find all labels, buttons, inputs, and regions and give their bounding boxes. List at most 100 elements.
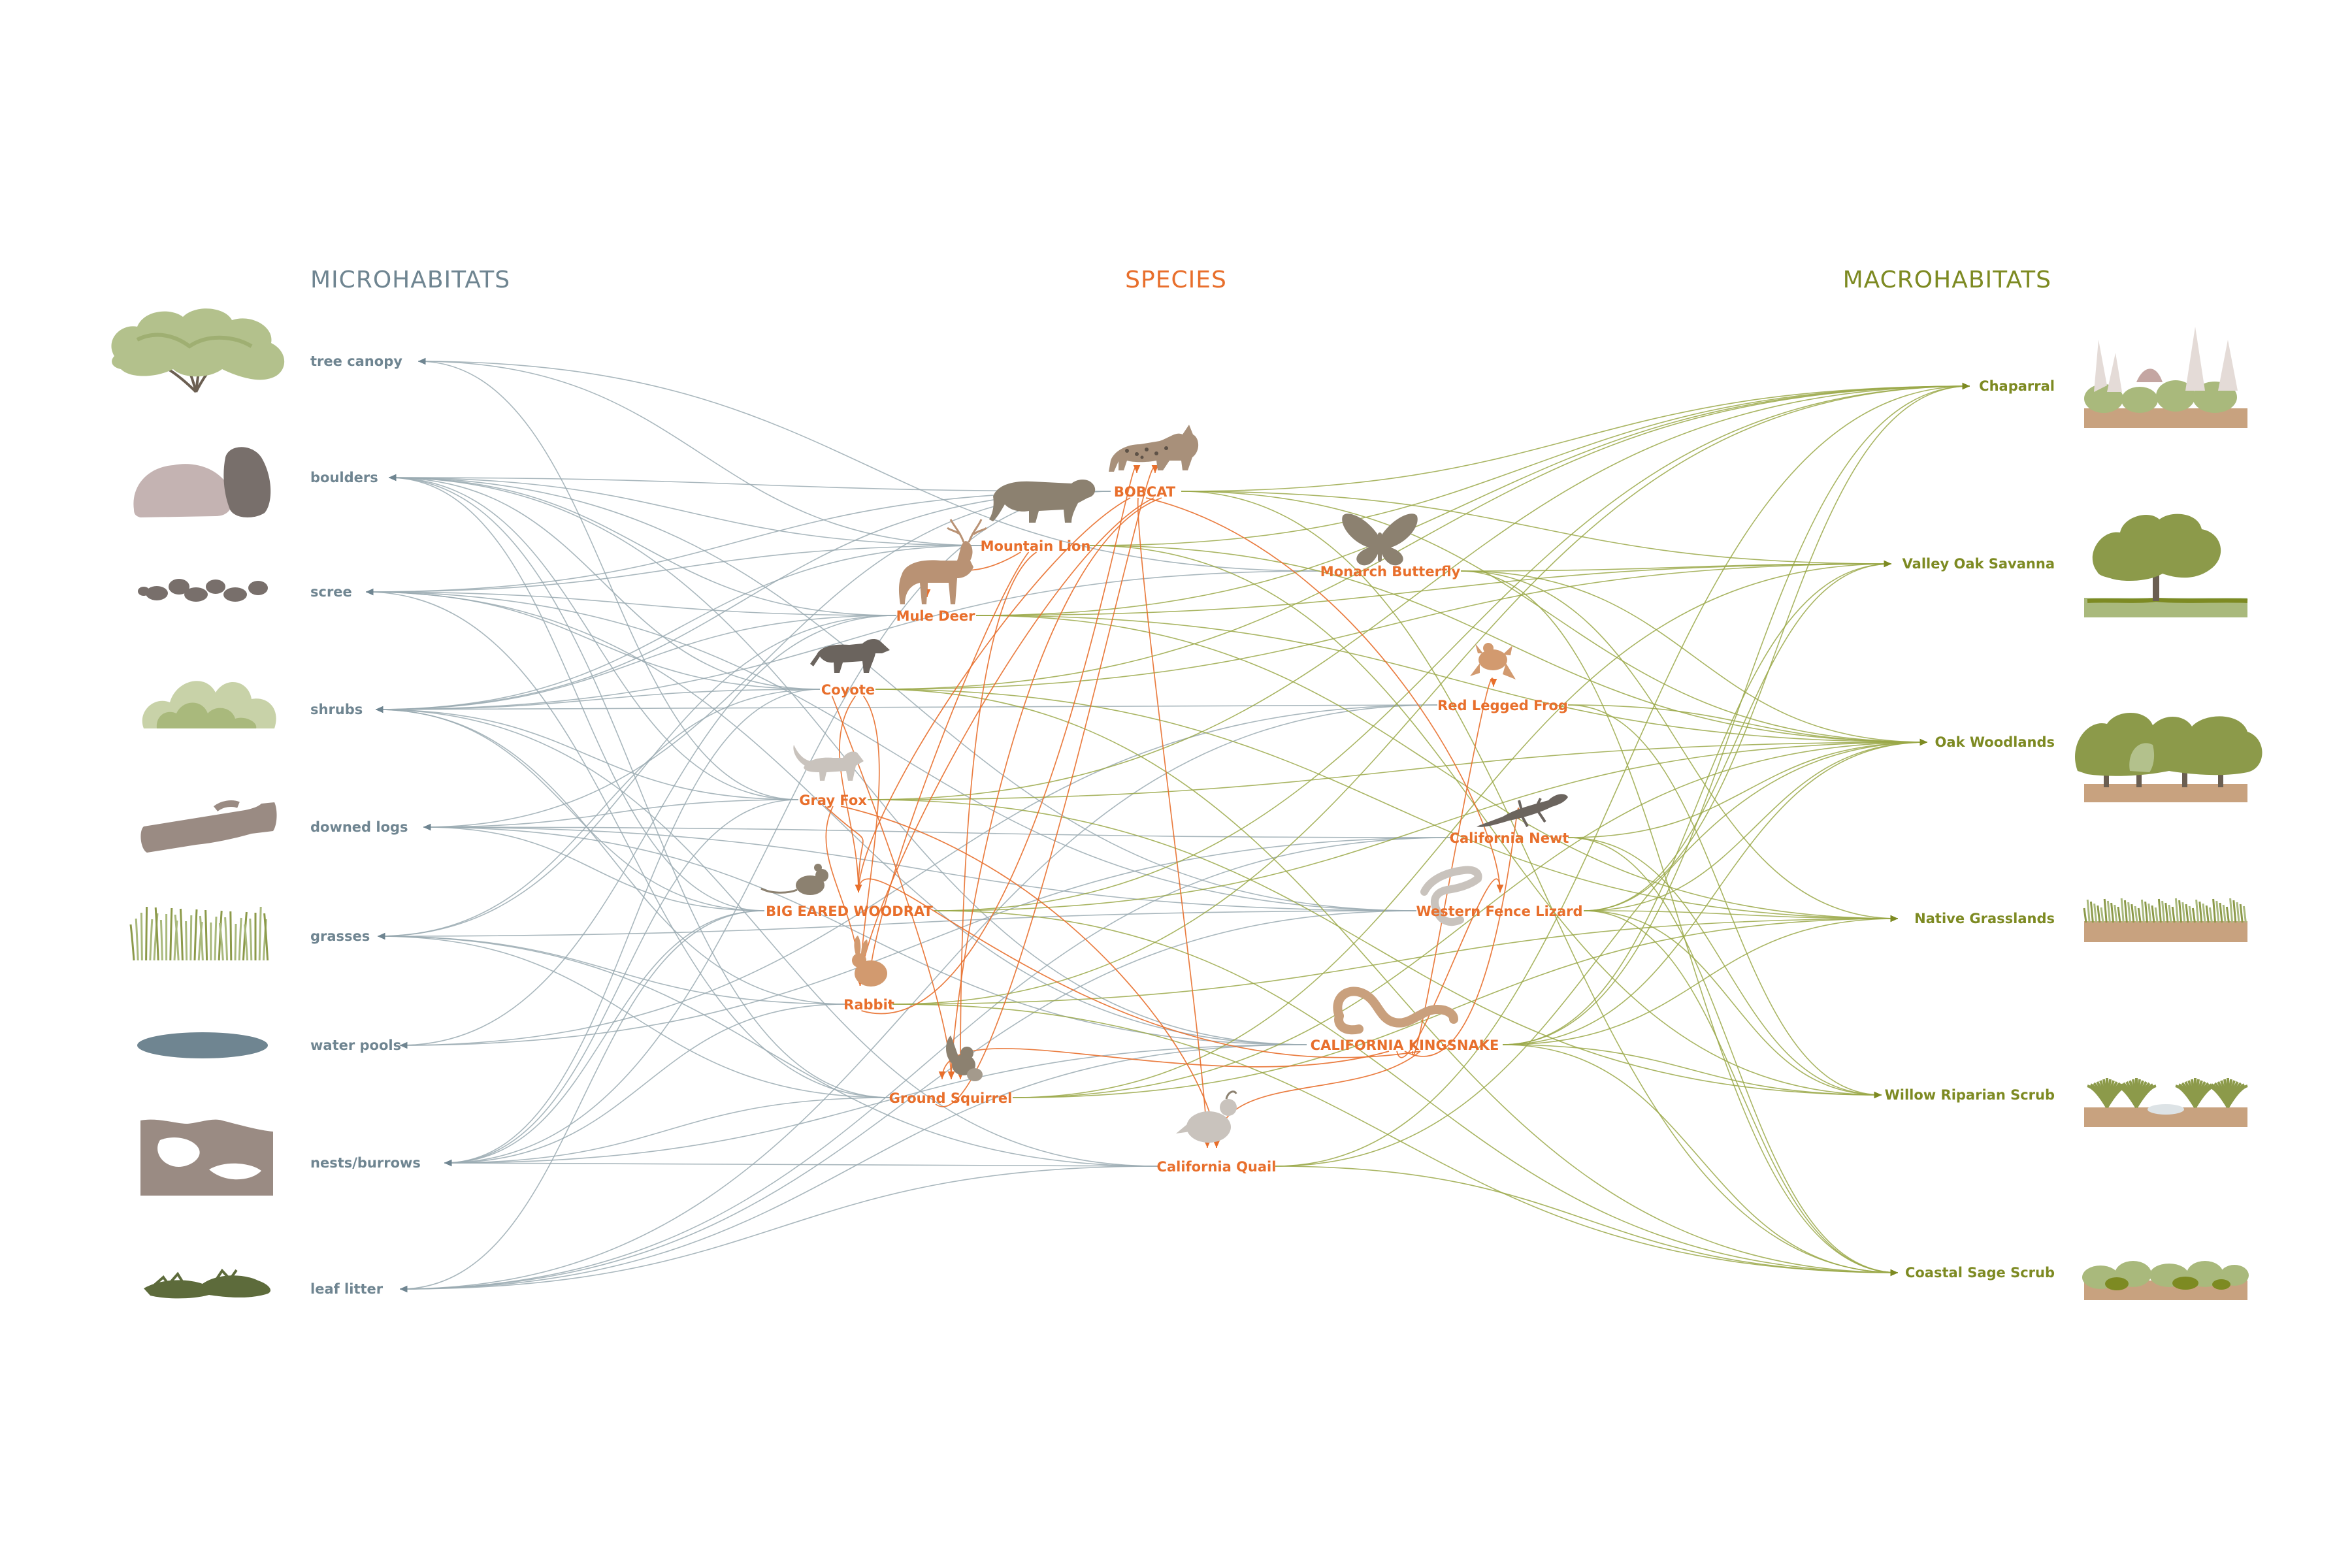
- macro-link-gray_fox-willow: [867, 799, 1882, 1099]
- micro-link-bobcat-downed_logs: [423, 491, 1111, 831]
- macro-link-mountain_lion-chaparral: [1089, 382, 1970, 546]
- macro-link-mule_deer-oak_woodlands: [975, 615, 1928, 746]
- grass-blade: [145, 906, 148, 961]
- macro-link-mountain_lion-oak_woodlands: [1089, 545, 1928, 746]
- micro-link-lizard-scree: [365, 588, 1417, 911]
- grass-blade: [185, 921, 188, 961]
- grassland-blade: [2215, 900, 2220, 923]
- grassland-blade: [2225, 906, 2230, 923]
- scree-icon: [138, 579, 268, 602]
- micro-link-quail-leaf_litter: [399, 1166, 1158, 1293]
- macro-link-gray_fox-oak_woodlands: [867, 738, 1928, 800]
- grassland-blade: [2134, 906, 2138, 923]
- macro-link-rabbit-chaparral: [892, 382, 1970, 1005]
- predation-link-bobcat-lizard: [1145, 497, 1504, 893]
- macro-link-bobcat-oak_woodlands: [1181, 491, 1928, 746]
- grassland-blade: [2195, 899, 2200, 923]
- grass-blade: [149, 919, 154, 961]
- downed-log-icon: [140, 800, 277, 853]
- macro-link-lizard-grasslands: [1583, 910, 1899, 923]
- micro-link-gray_fox-nests_burrows: [444, 799, 799, 1167]
- macro-link-coyote-sage: [875, 689, 1899, 1277]
- grassland-blade: [2222, 904, 2227, 923]
- grassland-blade: [2144, 901, 2149, 923]
- grass-blade: [249, 918, 253, 961]
- grass-blade: [199, 915, 204, 961]
- grassland-blade: [2151, 905, 2155, 923]
- grass-blade: [204, 909, 208, 961]
- micro-link-bobcat-nests_burrows: [444, 491, 1111, 1167]
- macro-label-grasslands: Native Grasslands: [1914, 911, 2055, 926]
- micro-link-coyote-grasses: [377, 689, 821, 940]
- macro-label-willow: Willow Riparian Scrub: [1885, 1087, 2055, 1103]
- sage-scrub-icon: [2082, 1261, 2249, 1300]
- deer-icon: [898, 519, 987, 604]
- grass-blade: [140, 912, 143, 961]
- predation-link-bobcat-squirrel: [947, 497, 1162, 1080]
- microhabitat-links: [365, 357, 1452, 1293]
- macro-link-quail-oak_woodlands: [1275, 738, 1928, 1167]
- micro-link-squirrel-nests_burrows: [444, 1097, 890, 1167]
- grassland-blade: [2174, 898, 2179, 923]
- micro-link-kingsnake-nests_burrows: [444, 1044, 1307, 1167]
- micro-link-gray_fox-boulders: [388, 474, 799, 800]
- predation-link-bobcat-woodrat: [855, 497, 1131, 893]
- micro-link-lizard-downed_logs: [423, 823, 1417, 911]
- grasses-icon: [129, 906, 269, 961]
- grassland-blade: [2089, 901, 2094, 923]
- macro-link-frog-oak_woodlands: [1567, 704, 1928, 746]
- macro-link-squirrel-oak_woodlands: [1012, 738, 1928, 1098]
- predation-link-kingsnake-woodrat: [855, 878, 1421, 1058]
- grassland-blade: [2137, 907, 2142, 923]
- macro-link-mule_deer-valley_oak: [975, 560, 1892, 616]
- woodrat-icon: [760, 864, 828, 895]
- species-label-lizard: Western Fence Lizard: [1416, 904, 1582, 919]
- species-label-mule-deer: Mule Deer: [896, 608, 976, 624]
- grassland-blade: [2219, 902, 2223, 923]
- microhabitat-labels: tree canopy boulders scree shrubs downed…: [310, 353, 421, 1297]
- macro-link-rabbit-grasslands: [892, 915, 1899, 1005]
- micro-label-leaf-litter: leaf litter: [310, 1281, 384, 1297]
- grass-blade: [179, 908, 184, 961]
- micro-label-shrubs: shrubs: [310, 702, 363, 717]
- species-label-gray-fox: Gray Fox: [799, 792, 867, 808]
- grassland-blade: [2110, 902, 2115, 923]
- butterfly-icon: [1342, 514, 1418, 566]
- oak-savanna-icon: [2084, 514, 2248, 617]
- grassland-blade: [2185, 904, 2189, 923]
- micro-link-mule_deer-shrubs: [375, 615, 897, 713]
- squirrel-icon: [946, 1036, 983, 1081]
- macro-link-bobcat-valley_oak: [1181, 491, 1892, 568]
- grass-blade: [129, 924, 135, 961]
- riparian-scrub-icon: [2084, 1078, 2248, 1127]
- macro-link-squirrel-grasslands: [1012, 915, 1899, 1098]
- grassland-blade: [2086, 899, 2091, 923]
- macro-link-woodrat-oak_woodlands: [934, 738, 1928, 911]
- micro-link-bobcat-scree: [365, 491, 1111, 596]
- grass-blade: [214, 916, 218, 961]
- predation-link-bobcat-quail: [1137, 497, 1211, 1149]
- species-label-quail: California Quail: [1157, 1159, 1277, 1175]
- micro-link-frog-leaf_litter: [399, 704, 1438, 1293]
- micro-link-woodrat-nests_burrows: [444, 910, 765, 1167]
- grassland-blade: [2208, 907, 2213, 923]
- micro-link-quail-nests_burrows: [444, 1159, 1158, 1167]
- grassland-blade: [2171, 906, 2176, 923]
- macro-link-frog-willow: [1567, 704, 1882, 1099]
- grass-blade: [258, 906, 262, 961]
- grassland-blade: [2188, 906, 2193, 923]
- macro-label-sage: Coastal Sage Scrub: [1905, 1265, 2055, 1281]
- grassland-blade: [2178, 900, 2183, 923]
- species-label-newt: California Newt: [1450, 830, 1569, 846]
- grass-blade: [224, 917, 229, 961]
- micro-link-mule_deer-water_pools: [399, 615, 897, 1049]
- micro-label-downed-logs: downed logs: [310, 819, 408, 835]
- grassland-blade: [2148, 903, 2152, 923]
- bobcat-icon: [1109, 425, 1199, 472]
- macro-link-lizard-sage: [1583, 910, 1899, 1277]
- macro-link-kingsnake-valley_oak: [1502, 560, 1892, 1045]
- micro-link-squirrel-grasses: [377, 932, 890, 1098]
- micro-link-mountain_lion-shrubs: [375, 545, 984, 713]
- macro-link-gray_fox-chaparral: [867, 382, 1970, 800]
- water-pool-icon: [137, 1032, 268, 1058]
